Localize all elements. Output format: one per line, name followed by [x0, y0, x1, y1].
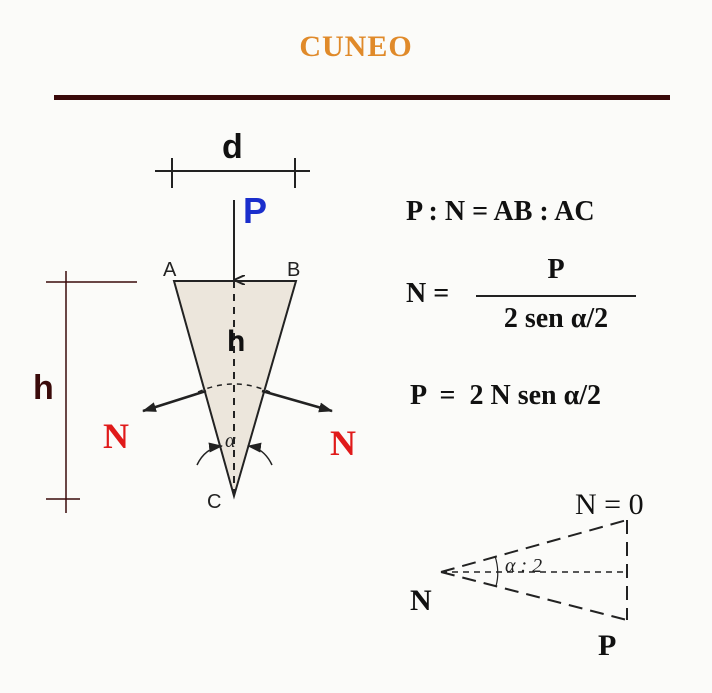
page-title: CUNEO: [299, 30, 413, 63]
angle-arc-left: [196, 442, 223, 466]
width-dimension: [155, 158, 310, 188]
vertex-a-label: A: [163, 259, 177, 281]
n-formula-lhs: N =: [406, 278, 450, 309]
force-triangle-top-label: N = 0: [575, 488, 644, 521]
n-formula-fraction-bar: [476, 295, 636, 297]
height-inner-label: h: [227, 325, 245, 358]
force-triangle: [440, 519, 628, 621]
vertex-c-label: C: [207, 491, 221, 513]
force-n-left-label: N: [103, 416, 129, 456]
height-outer-label: h: [33, 369, 54, 407]
ratio-formula: P : N = AB : AC: [406, 196, 595, 227]
force-triangle-angle-label: α : 2: [505, 555, 542, 577]
p-formula: P = 2 N sen α/2: [410, 380, 602, 411]
height-dimension: [46, 271, 137, 513]
force-triangle-bottom-label: P: [598, 629, 616, 662]
angle-alpha-label: α: [225, 430, 236, 452]
force-n-right-arrow: [261, 389, 333, 413]
width-label: d: [222, 128, 243, 166]
n-formula-denominator: 2 sen α/2: [503, 303, 609, 334]
angle-arc-right: [247, 442, 273, 466]
force-p-label: P: [243, 190, 267, 231]
force-triangle-left-label: N: [410, 584, 432, 617]
title-rule: [54, 95, 670, 100]
force-n-left-arrow: [142, 389, 207, 413]
force-n-right-label: N: [330, 423, 356, 463]
n-formula-numerator: P: [547, 254, 565, 285]
vertex-b-label: B: [287, 259, 300, 281]
